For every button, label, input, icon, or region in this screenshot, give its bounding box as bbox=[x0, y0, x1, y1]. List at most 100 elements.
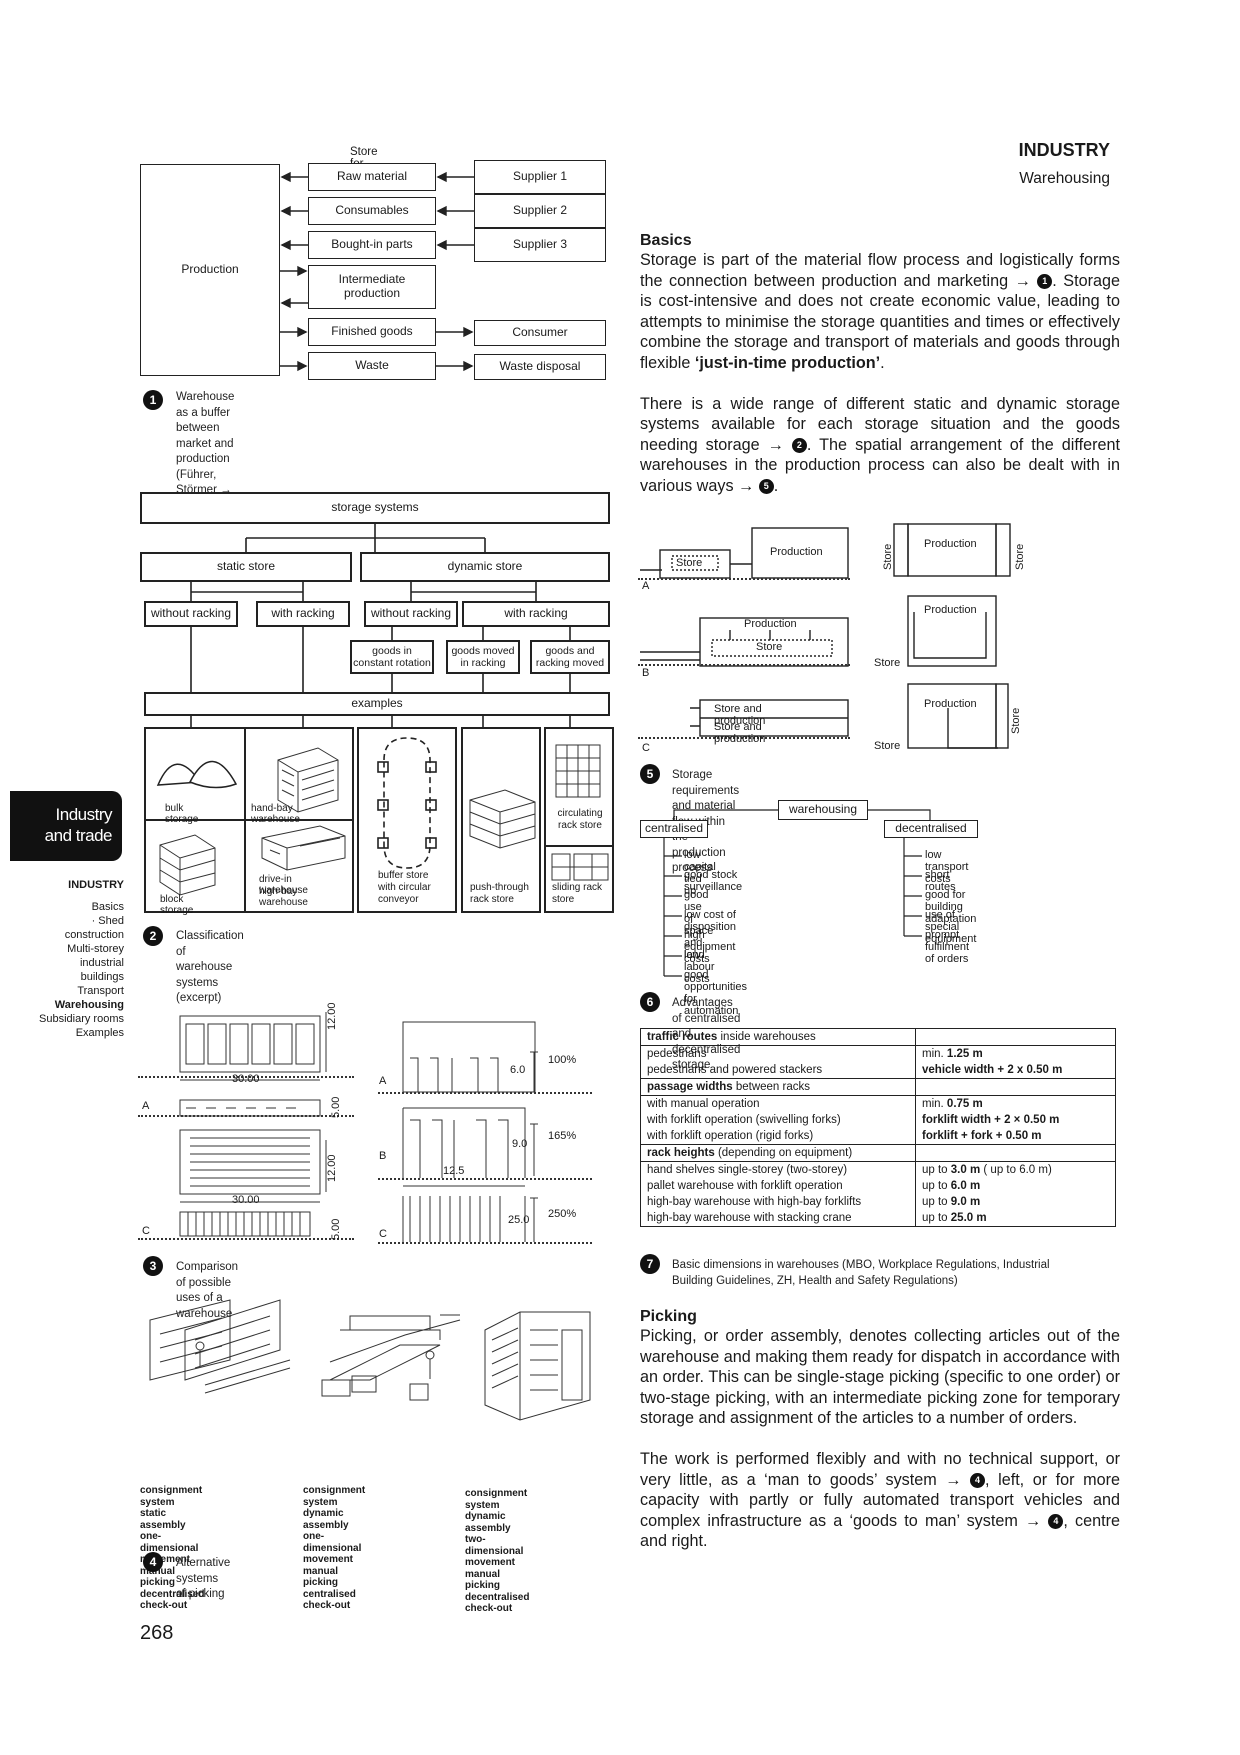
table-row: with forklift operation (swivelling fork… bbox=[640, 1112, 1116, 1128]
side-nav-heading[interactable]: INDUSTRY bbox=[68, 879, 124, 891]
basics-heading: Basics bbox=[640, 232, 692, 249]
picking-col-line: centralised check-out bbox=[303, 1588, 356, 1612]
with-racking-label: with racking bbox=[271, 606, 335, 621]
side-nav-item[interactable]: industrial bbox=[79, 957, 124, 969]
decentralised-label: decentralised bbox=[895, 821, 967, 836]
without-racking-box: without racking bbox=[364, 601, 458, 627]
variant-label: C bbox=[642, 742, 650, 754]
fig6-connectors bbox=[663, 809, 931, 977]
store-box: Finished goods bbox=[308, 318, 436, 346]
dim-label: 30.00 bbox=[232, 1194, 260, 1206]
ref-marker[interactable]: 4 bbox=[970, 1472, 986, 1488]
decentralised-item: short routes bbox=[925, 869, 956, 893]
picking-col-line: two-dimensional movement bbox=[465, 1534, 524, 1568]
ground-line bbox=[378, 1178, 592, 1180]
side-nav-item[interactable]: Multi-storey bbox=[67, 943, 124, 955]
production-label: Production bbox=[181, 262, 239, 277]
height-label: 6.0 bbox=[510, 1064, 526, 1076]
block-storage-label: block storage bbox=[160, 894, 194, 916]
figure-number: 5 bbox=[640, 764, 660, 784]
supplier-label: Supplier 1 bbox=[512, 169, 568, 184]
side-nav-item[interactable]: Examples bbox=[75, 1027, 124, 1039]
decentralised-item: good for building adaptation bbox=[925, 889, 977, 925]
buffer-store-label: buffer store with circular conveyor bbox=[378, 870, 431, 905]
goods-rotation-label: goods in constant rotation bbox=[353, 644, 431, 669]
side-nav-item[interactable]: · Shed bbox=[91, 915, 124, 927]
dim-label: 12.5 bbox=[443, 1165, 465, 1177]
table-row: passage widths between racks bbox=[640, 1078, 1116, 1096]
store-label: Finished goods bbox=[331, 324, 413, 339]
ground-line bbox=[138, 1076, 354, 1078]
side-tab-line1: Industry bbox=[55, 805, 113, 824]
side-tab[interactable]: Industry and trade bbox=[10, 791, 122, 861]
centralised-item: good stock surveillance bbox=[684, 869, 743, 893]
store-label: Store bbox=[874, 657, 901, 669]
variant-label: C bbox=[379, 1228, 387, 1240]
picking-col: consignment system dynamic assembly one-… bbox=[303, 1485, 365, 1612]
without-racking-label: without racking bbox=[370, 606, 452, 621]
store-label: Store bbox=[874, 740, 901, 752]
figure-number: 6 bbox=[640, 992, 660, 1012]
production-label: Production bbox=[924, 604, 977, 616]
side-nav-item[interactable]: Basics bbox=[91, 901, 124, 913]
ground-line bbox=[378, 1242, 592, 1244]
fig4-caption: Alternative systems of picking bbox=[176, 1557, 231, 1601]
ref-marker[interactable]: 2 bbox=[791, 437, 807, 453]
figure-number: 7 bbox=[640, 1254, 660, 1274]
height-label: 25.0 bbox=[508, 1214, 530, 1226]
goods-racking-moved-label: goods and racking moved bbox=[535, 644, 605, 669]
sliding-label: sliding rack store bbox=[552, 882, 603, 905]
with-racking-box: with racking bbox=[256, 601, 350, 627]
page-number: 268 bbox=[140, 1622, 174, 1644]
ref-marker[interactable]: 5 bbox=[758, 479, 774, 495]
circulating-label: circulating rack store bbox=[557, 808, 603, 831]
figure-number: 3 bbox=[143, 1256, 163, 1276]
store-box: Raw material bbox=[308, 163, 436, 191]
centralised-item: good use of space and land bbox=[684, 889, 714, 961]
with-racking-box: with racking bbox=[462, 601, 610, 627]
ref-marker[interactable]: 4 bbox=[1048, 1513, 1064, 1529]
fig2-caption: Classification of warehouse systems (exc… bbox=[176, 930, 244, 1005]
dimensions-table: traffic routes inside warehouses pedestr… bbox=[640, 1028, 1116, 1227]
store-box: Intermediate production bbox=[308, 265, 436, 309]
table-row: high-bay warehouse with high-bay forklif… bbox=[640, 1194, 1116, 1210]
with-racking-label: with racking bbox=[504, 606, 568, 621]
side-nav-item-active[interactable]: Warehousing bbox=[54, 999, 124, 1011]
store-and-production-label: Store and production bbox=[714, 721, 766, 745]
figure-number: 2 bbox=[143, 926, 163, 946]
store-label: Store bbox=[676, 557, 703, 569]
ref-marker[interactable]: 1 bbox=[1037, 273, 1053, 289]
variant-label: A bbox=[379, 1075, 387, 1087]
variant-label: B bbox=[379, 1150, 387, 1162]
picking-col-line: manual picking bbox=[140, 1565, 176, 1589]
table-row: traffic routes inside warehouses bbox=[640, 1028, 1116, 1046]
picking-col: consignment system dynamic assembly two-… bbox=[465, 1488, 529, 1615]
centralised-item: low cost of disposition bbox=[684, 909, 736, 933]
dynamic-store-label: dynamic store bbox=[447, 559, 523, 574]
table-row: hand shelves single-storey (two-storey)u… bbox=[640, 1161, 1116, 1178]
goods-moved-box: goods moved in racking bbox=[446, 640, 520, 674]
storage-systems-label: storage systems bbox=[331, 500, 419, 515]
high-bay-label: high-bay warehouse bbox=[259, 886, 308, 908]
side-nav-item[interactable]: Transport bbox=[77, 985, 124, 997]
bulk-storage-label: bulk storage bbox=[165, 803, 199, 825]
figure-number: 4 bbox=[143, 1552, 163, 1572]
height-label: 9.0 bbox=[512, 1138, 528, 1150]
side-nav-item[interactable]: buildings bbox=[80, 971, 124, 983]
picking-col-line: consignment system bbox=[303, 1485, 366, 1508]
fig7-caption: Basic dimensions in warehouses (MBO, Wor… bbox=[672, 1258, 1050, 1289]
fig2-connectors bbox=[144, 524, 614, 913]
side-nav-item[interactable]: construction bbox=[64, 929, 124, 941]
production-label: Production bbox=[924, 538, 977, 550]
table-row: rack heights (depending on equipment) bbox=[640, 1144, 1116, 1162]
side-nav-item[interactable]: Subsidiary rooms bbox=[39, 1013, 124, 1025]
fig1-caption-line1: Warehouse as a buffer between market and… bbox=[176, 391, 235, 466]
hand-bay-label: hand-bay warehouse bbox=[251, 803, 300, 825]
production-label: Production bbox=[924, 698, 977, 710]
ground-line bbox=[638, 578, 850, 580]
store-box: Waste bbox=[308, 352, 436, 380]
store-label: Waste bbox=[355, 358, 389, 373]
basics-text: Storage is part of the material flow pro… bbox=[640, 250, 1120, 517]
